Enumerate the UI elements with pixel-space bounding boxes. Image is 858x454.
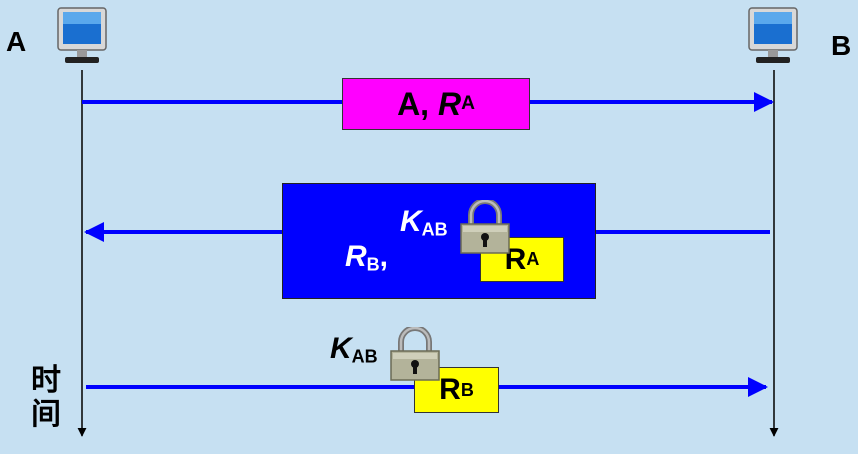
padlock-icon: [460, 200, 510, 254]
message2-key-label: KAB: [400, 205, 448, 240]
time-axis-label: 时 间: [31, 364, 61, 431]
message2-rb-label: RB,: [345, 240, 389, 275]
computer-monitor-icon: [57, 7, 107, 63]
party-b-label: B: [831, 30, 852, 61]
message3-key-label: KAB: [330, 332, 378, 367]
computer-monitor-icon: [748, 7, 798, 63]
padlock-icon: [390, 327, 440, 381]
party-a-label: A: [6, 26, 27, 57]
